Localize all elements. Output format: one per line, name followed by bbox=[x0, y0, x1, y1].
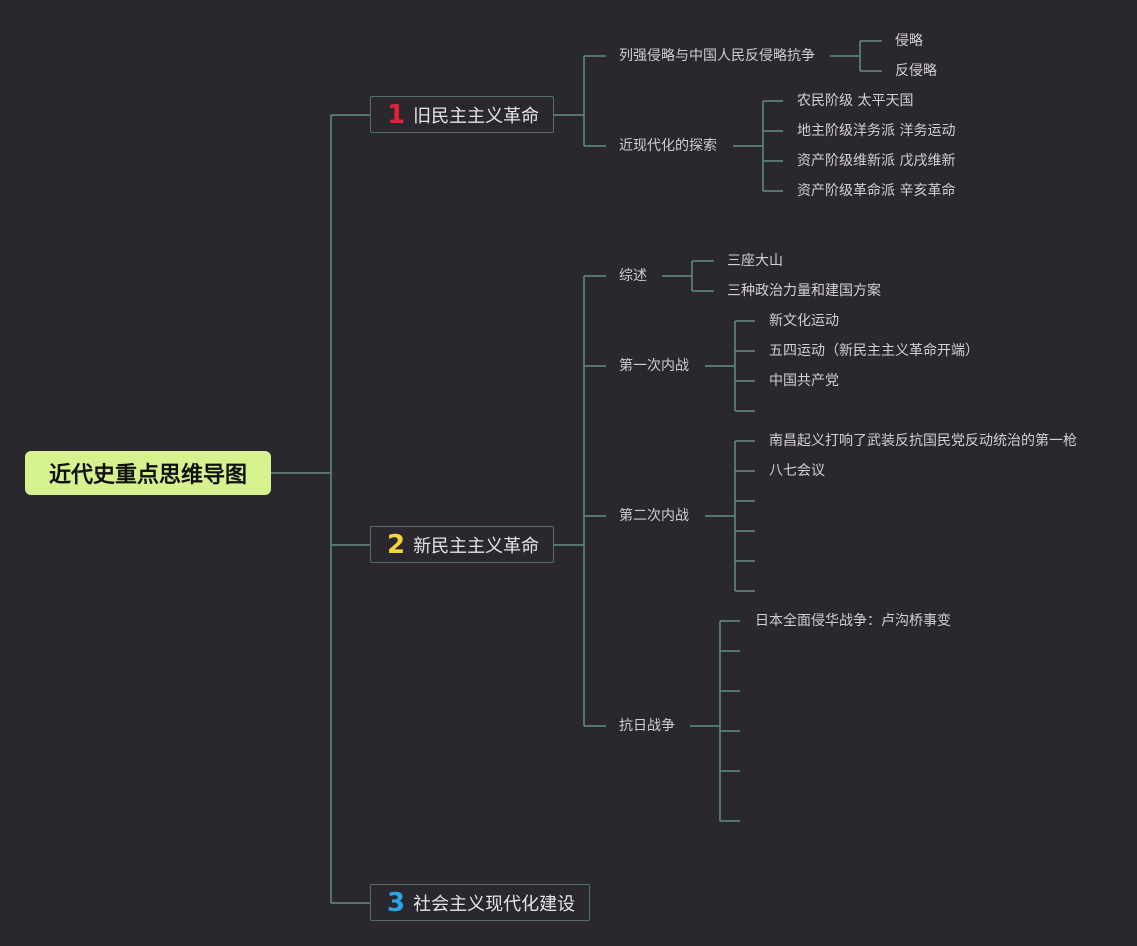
leaf-marco-polo-bridge[interactable]: 日本全面侵华战争：卢沟桥事变 bbox=[755, 613, 951, 629]
branch-socialist-modernization[interactable]: 3 社会主义现代化建设 bbox=[370, 884, 590, 921]
leaf-may-fourth-movement[interactable]: 五四运动（新民主主义革命开端） bbox=[769, 343, 979, 359]
subtopic-anti-japanese-war[interactable]: 抗日战争 bbox=[619, 718, 675, 734]
root-node[interactable]: 近代史重点思维导图 bbox=[25, 451, 271, 495]
leaf-xinhai-revolution[interactable]: 资产阶级革命派 辛亥革命 bbox=[797, 183, 956, 199]
branch-number-badge: 1 bbox=[387, 99, 406, 130]
subtopic-overview[interactable]: 综述 bbox=[619, 268, 647, 284]
subtopic-modernization-exploration[interactable]: 近现代化的探索 bbox=[619, 138, 717, 154]
leaf-august-seventh-meeting[interactable]: 八七会议 bbox=[769, 463, 825, 479]
subtopic-first-civil-war[interactable]: 第一次内战 bbox=[619, 358, 689, 374]
branch-label: 社会主义现代化建设 bbox=[413, 893, 576, 915]
leaf-new-culture-movement[interactable]: 新文化运动 bbox=[769, 313, 839, 329]
leaf-reform-1898[interactable]: 资产阶级维新派 戊戌维新 bbox=[797, 153, 956, 169]
leaf-westernization[interactable]: 地主阶级洋务派 洋务运动 bbox=[797, 123, 956, 139]
leaf-communist-party[interactable]: 中国共产党 bbox=[769, 373, 839, 389]
branch-label: 新民主主义革命 bbox=[413, 535, 540, 557]
leaf-invasion[interactable]: 侵略 bbox=[895, 33, 923, 49]
leaf-nanchang-uprising[interactable]: 南昌起义打响了武装反抗国民党反动统治的第一枪 bbox=[769, 433, 1077, 449]
subtopic-second-civil-war[interactable]: 第二次内战 bbox=[619, 508, 689, 524]
leaf-taiping[interactable]: 农民阶级 太平天国 bbox=[797, 93, 914, 109]
branch-label: 旧民主主义革命 bbox=[413, 105, 540, 127]
branch-new-democratic-revolution[interactable]: 2 新民主主义革命 bbox=[370, 526, 554, 563]
branch-number-badge: 2 bbox=[387, 529, 406, 560]
leaf-anti-invasion[interactable]: 反侵略 bbox=[895, 63, 937, 79]
branch-old-democratic-revolution[interactable]: 1 旧民主主义革命 bbox=[370, 96, 554, 133]
leaf-three-political-forces[interactable]: 三种政治力量和建国方案 bbox=[727, 283, 881, 299]
root-label: 近代史重点思维导图 bbox=[48, 463, 247, 488]
subtopic-invasion-resistance[interactable]: 列强侵略与中国人民反侵略抗争 bbox=[619, 48, 815, 64]
leaf-three-mountains[interactable]: 三座大山 bbox=[727, 253, 783, 269]
branch-number-badge: 3 bbox=[387, 887, 406, 918]
